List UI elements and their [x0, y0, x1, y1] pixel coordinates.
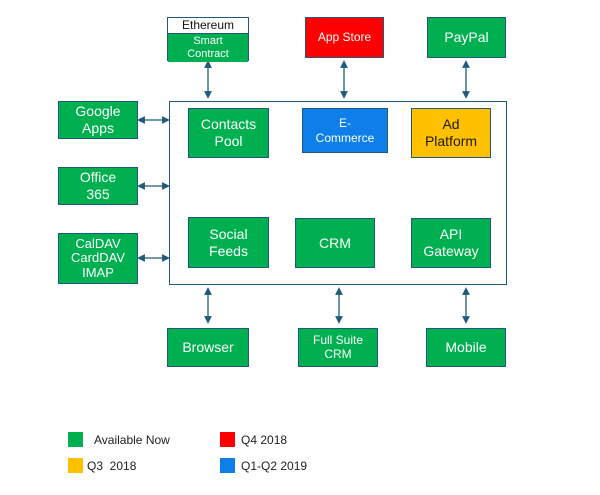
module-social-feeds: Social Feeds: [188, 217, 269, 268]
legend-swatch-blue: [220, 458, 235, 473]
module-ad-platform: Ad Platform: [411, 108, 491, 158]
module-api-gateway: API Gateway: [411, 218, 491, 268]
legend-q4-2018: Q4 2018: [220, 432, 287, 447]
legend-swatch-yellow: [68, 458, 83, 473]
node-google-apps: Google Apps: [58, 101, 138, 139]
ethereum-label: Ethereum: [168, 18, 248, 34]
node-mobile: Mobile: [426, 328, 506, 367]
legend-label: Q3 2018: [87, 458, 137, 473]
node-paypal: PayPal: [427, 17, 506, 58]
module-crm: CRM: [295, 218, 375, 268]
legend-label: Q1-Q2 2019: [241, 458, 308, 473]
smart-contract-label: Smart Contract: [168, 34, 248, 62]
module-e-commerce: E- Commerce: [302, 108, 388, 153]
node-caldav-carddav-imap: CalDAV CardDAV IMAP: [58, 233, 138, 284]
legend-available-now: Available Now: [68, 432, 170, 447]
legend-swatch-red: [220, 432, 235, 447]
legend-q3-2018: Q3 2018: [68, 458, 136, 473]
legend-label: Available Now: [94, 432, 170, 447]
node-office-365: Office 365: [58, 167, 138, 205]
node-full-suite-crm: Full Suite CRM: [298, 328, 378, 367]
module-contacts-pool: Contacts Pool: [188, 108, 269, 158]
legend-q1-q2-2019: Q1-Q2 2019: [220, 458, 307, 473]
node-app-store: App Store: [305, 17, 384, 58]
node-ethereum-smart-contract: Ethereum Smart Contract: [167, 17, 249, 62]
node-browser: Browser: [167, 328, 249, 367]
legend-label: Q4 2018: [241, 432, 288, 447]
legend-swatch-green: [68, 432, 83, 447]
